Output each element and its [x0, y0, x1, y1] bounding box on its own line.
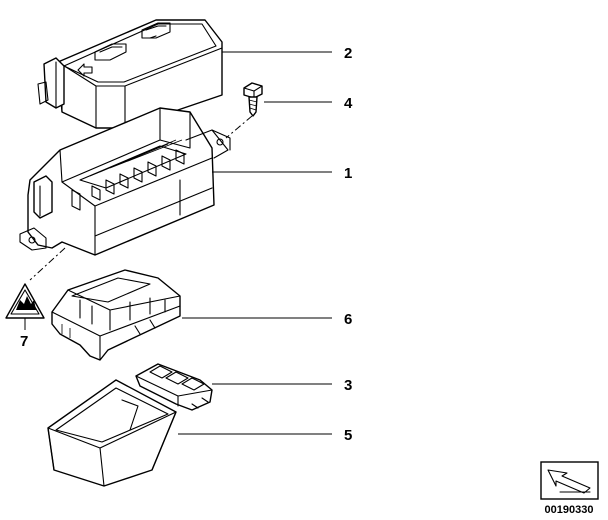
fuse-insert-frame-part	[51, 269, 181, 361]
cover-part	[37, 19, 223, 129]
arrow-icon	[547, 469, 591, 494]
fuse-box-housing-part	[19, 107, 231, 256]
catalog-number: 00190330	[545, 504, 594, 516]
callout-insert-frame: 6	[344, 311, 352, 328]
callout-cover-clip: 3	[344, 377, 352, 394]
callout-bolt: 4	[344, 95, 353, 112]
callout-housing: 1	[344, 165, 352, 182]
catalog-badge: 00190330	[540, 461, 599, 516]
assembly-line-bolt	[225, 115, 253, 139]
callout-warning-label: 7	[20, 333, 28, 350]
callout-tray: 5	[344, 427, 352, 444]
warning-label-part	[5, 283, 45, 319]
assembly-line-label	[29, 247, 66, 281]
bolt-part	[243, 82, 263, 117]
fuse-cover-clip-part	[135, 363, 213, 411]
callout-cover: 2	[344, 45, 352, 62]
bottom-tray-part	[47, 379, 177, 487]
